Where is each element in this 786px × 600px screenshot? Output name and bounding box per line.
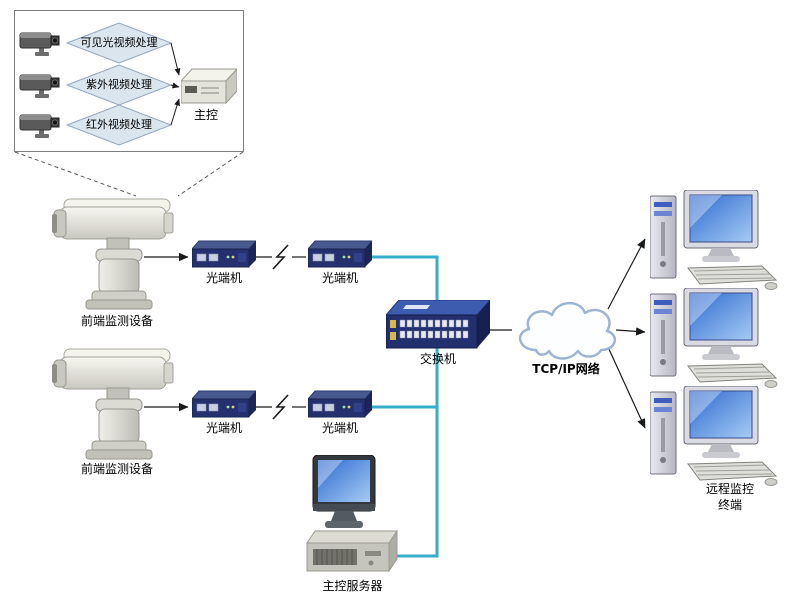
cctv-camera-icon — [19, 114, 60, 139]
controller-label: 主控 — [193, 108, 218, 122]
server-label: 主控服务器 — [322, 579, 383, 593]
processor-label-visible: 可见光视频处理 — [80, 36, 158, 49]
diamond-to-controller-lines — [170, 42, 181, 126]
transceiver4-label: 光端机 — [321, 421, 358, 435]
cloud-label: TCP/IP网络 — [532, 362, 600, 376]
camera2-label: 前端监测设备 — [80, 462, 153, 476]
cctv-camera-icon — [19, 74, 60, 99]
optical-transceiver-icon — [308, 390, 372, 418]
network-cloud-icon — [506, 288, 626, 368]
detail-callout-panel: 可见光视频处理 紫外视频处理 红外视频处理 主控 — [14, 10, 244, 152]
workstation-icon — [650, 386, 780, 486]
fiber-break-icon — [272, 244, 289, 420]
controller-box-icon — [181, 68, 237, 104]
cctv-camera-icon — [19, 32, 60, 57]
switch-label: 交换机 — [419, 352, 456, 366]
transceiver3-label: 光端机 — [205, 421, 242, 435]
transceiver2-label: 光端机 — [321, 271, 358, 285]
ptz-camera-icon — [52, 193, 182, 313]
optical-transceiver-icon — [308, 240, 372, 268]
workstation-icon — [650, 190, 780, 290]
control-server-icon — [305, 455, 400, 577]
cloud-to-terminal-links — [607, 238, 646, 429]
optical-transceiver-icon — [192, 390, 256, 418]
terminals-label-line1: 远程监控 — [705, 482, 754, 496]
callout-dashed-lines — [14, 151, 244, 197]
detail-panel-graphics — [19, 22, 237, 146]
optical-transceiver-icon — [192, 240, 256, 268]
fiber-links — [372, 255, 439, 558]
camera1-label: 前端监测设备 — [80, 314, 153, 328]
terminals-label: 远程监控 终端 — [665, 482, 786, 513]
ethernet-switch-icon — [386, 300, 490, 352]
transceiver1-label: 光端机 — [205, 271, 242, 285]
ptz-camera-icon — [52, 343, 182, 463]
workstation-icon — [650, 288, 780, 388]
processor-label-ir: 红外视频处理 — [86, 118, 152, 131]
processor-label-uv: 紫外视频处理 — [86, 78, 152, 91]
terminals-label-line2: 终端 — [717, 497, 742, 512]
